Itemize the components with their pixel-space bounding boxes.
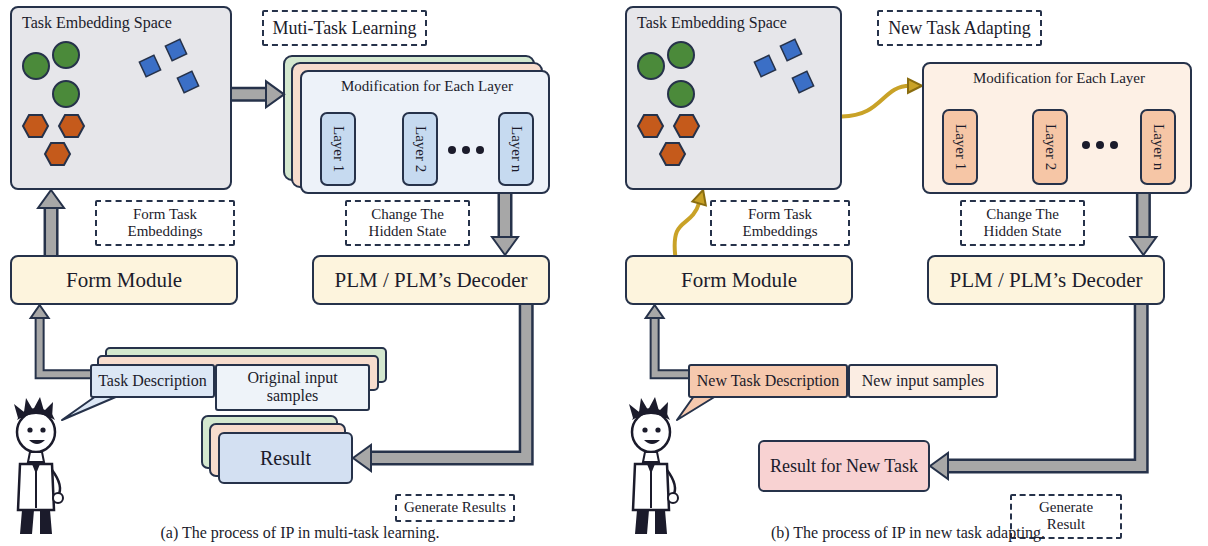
step-label: Change The Hidden State — [960, 200, 1085, 246]
node-text: New Task Description — [697, 372, 840, 390]
layer-label: Layer n — [1149, 124, 1166, 170]
model-box: PLM / PLM’s Decoder — [927, 255, 1165, 305]
flow-arrow — [646, 305, 688, 374]
stage-label: Muti-Task Learning — [262, 10, 427, 46]
node-text: Form Module — [66, 268, 182, 292]
node-text: Change The Hidden State — [968, 206, 1077, 241]
node-text: Change The Hidden State — [353, 206, 462, 241]
stage-label: New Task Adapting — [877, 10, 1042, 46]
flow-arrow — [353, 305, 526, 471]
task-description: Task Description — [90, 364, 215, 398]
layer-label: Layer n — [507, 126, 524, 172]
node-text: PLM / PLM’s Decoder — [949, 268, 1142, 292]
step-label: Generate Results — [395, 494, 515, 522]
layer-box: Layer 2 — [1032, 109, 1068, 185]
module-box: Form Module — [10, 255, 238, 305]
layer-label: Layer 1 — [951, 124, 968, 170]
node-text: Form Task Embeddings — [718, 206, 842, 241]
result-box: Result for New Task — [758, 440, 930, 492]
node-text: Result for New Task — [770, 456, 918, 477]
flow-arrow — [1130, 194, 1156, 255]
flow-arrow — [31, 305, 90, 374]
layer-box: Layer n — [498, 112, 534, 186]
node-text: Task Description — [98, 372, 207, 390]
layer-box: Layer 2 — [402, 112, 438, 186]
result-box: Result — [218, 432, 353, 484]
flow-arrow — [232, 81, 284, 107]
node-text: Original input samples — [223, 369, 362, 406]
node-text: Generate Results — [404, 499, 506, 516]
flow-arrow — [492, 194, 518, 255]
layer-box: Layer 1 — [320, 112, 356, 186]
node-text: Result — [260, 447, 311, 470]
embedding-space: Task Embedding Space — [625, 6, 842, 190]
embedding-space: Task Embedding Space — [10, 6, 232, 190]
step-label: Change The Hidden State — [345, 200, 470, 246]
caption: (b) The process of IP in new task adapti… — [608, 524, 1208, 542]
model-box: PLM / PLM’s Decoder — [312, 255, 550, 305]
node-text: Form Module — [681, 268, 797, 292]
step-label: Form Task Embeddings — [710, 200, 850, 246]
layer-box: Layer 1 — [942, 109, 978, 185]
node-text: Task Embedding Space — [637, 14, 787, 32]
flow-arrow — [38, 190, 64, 255]
node-text: Modification for Each Layer — [973, 70, 1145, 87]
node-text: New input samples — [862, 372, 985, 390]
input-samples: New input samples — [848, 364, 998, 398]
caption: (a) The process of IP in multi-task lear… — [0, 524, 600, 542]
node-text: Modification for Each Layer — [341, 78, 513, 95]
node-text: Form Task Embeddings — [103, 206, 227, 241]
task-description: New Task Description — [688, 364, 848, 398]
input-samples: Original input samples — [215, 364, 370, 411]
layer-label: Layer 2 — [411, 126, 428, 172]
adapt-arrow — [675, 190, 706, 255]
node-text: PLM / PLM’s Decoder — [334, 268, 527, 292]
module-box: Form Module — [625, 255, 853, 305]
modification-box: Modification for Each LayerLayer 1 Layer … — [922, 62, 1192, 194]
layer-label: Layer 2 — [1041, 124, 1058, 170]
node-text: Task Embedding Space — [22, 14, 172, 32]
layer-box: Layer n — [1140, 109, 1176, 185]
node-text: Muti-Task Learning — [272, 18, 416, 39]
step-label: Form Task Embeddings — [95, 200, 235, 246]
node-text: New Task Adapting — [888, 18, 1030, 39]
modification-box: Modification for Each LayerLayer 1 Layer … — [300, 70, 550, 194]
adapt-arrow — [842, 79, 922, 117]
layer-label: Layer 1 — [329, 126, 346, 172]
